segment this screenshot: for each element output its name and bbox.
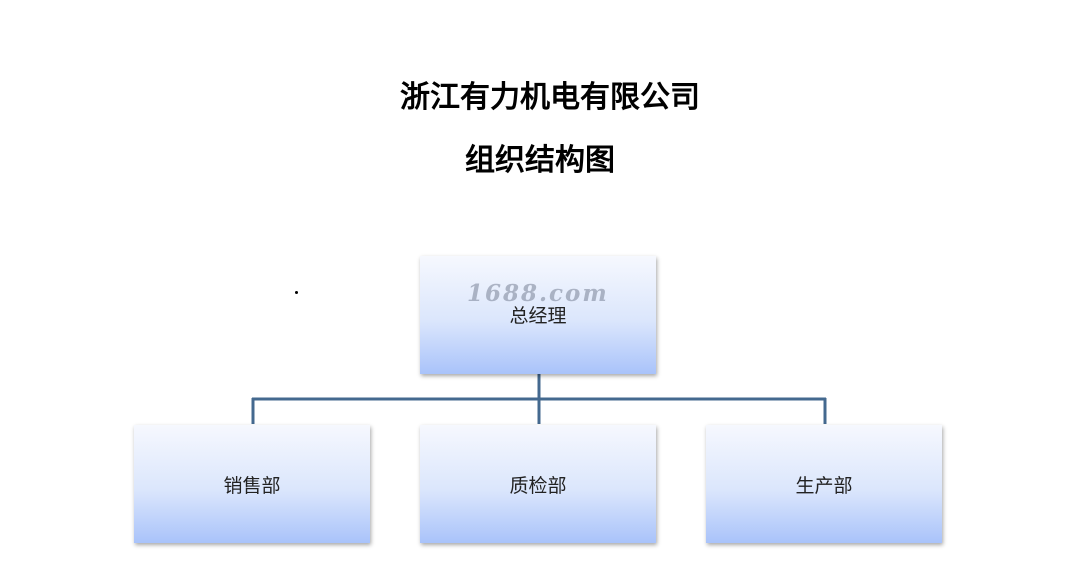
company-name-title: 浙江有力机电有限公司	[400, 80, 700, 115]
node-qc-dept-label: 质检部	[509, 474, 567, 497]
node-sales-dept: 销售部	[134, 425, 370, 543]
node-general-manager-label: 总经理	[509, 304, 567, 327]
org-chart-title: 组织结构图	[465, 143, 615, 178]
stray-dot	[295, 291, 298, 294]
node-general-manager: 总经理	[420, 256, 656, 374]
node-production-dept-label: 生产部	[795, 474, 853, 497]
watermark: 1688.com	[467, 280, 609, 307]
node-sales-dept-label: 销售部	[223, 474, 281, 497]
node-qc-dept: 质检部	[420, 425, 656, 543]
node-production-dept: 生产部	[706, 425, 942, 543]
